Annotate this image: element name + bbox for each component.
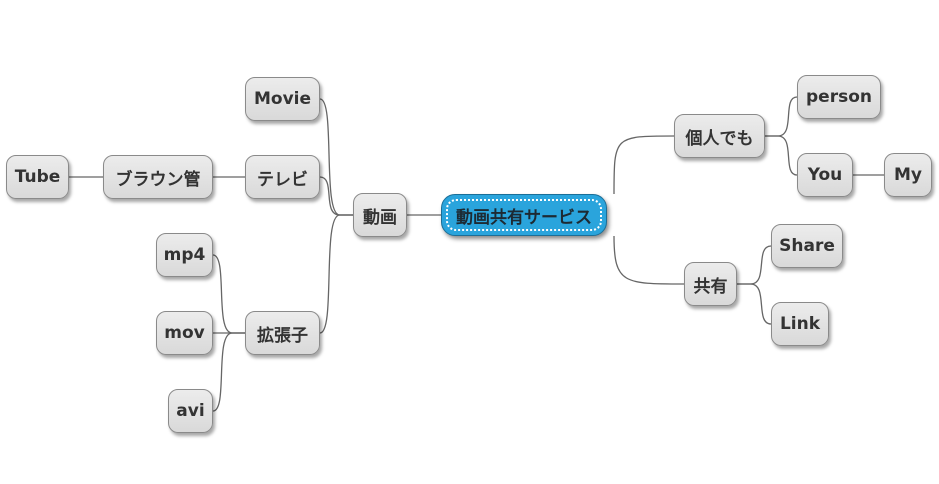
node-share[interactable]: Share (771, 224, 843, 268)
node-terebi[interactable]: テレビ (245, 155, 320, 199)
node-avi[interactable]: avi (168, 389, 213, 433)
connector-kakucho-avi (212, 332, 245, 412)
node-person[interactable]: person (797, 75, 881, 119)
node-douga[interactable]: 動画 (353, 193, 407, 237)
connector-douga-movie (319, 98, 353, 216)
connector-douga-kakucho (319, 214, 353, 334)
node-link[interactable]: Link (771, 302, 829, 346)
node-kakucho[interactable]: 拡張子 (245, 311, 320, 355)
connector-root-kyoyu (613, 235, 685, 285)
connector-kyoyu-link (737, 283, 772, 325)
node-tube[interactable]: Tube (6, 155, 69, 199)
node-kyoyu[interactable]: 共有 (684, 262, 737, 306)
node-you[interactable]: You (797, 153, 853, 197)
node-buraun[interactable]: ブラウン管 (103, 155, 213, 199)
node-kojin[interactable]: 個人でも (674, 114, 765, 158)
node-movie[interactable]: Movie (245, 77, 320, 121)
connector-kojin-person (765, 96, 798, 137)
connector-kojin-you (765, 135, 798, 176)
connector-douga-terebi (319, 176, 353, 216)
connector-kyoyu-share (737, 245, 772, 285)
root-node[interactable]: 動画共有サービス (441, 194, 607, 236)
node-mov[interactable]: mov (156, 311, 213, 355)
connector-kakucho-mp4 (212, 254, 245, 334)
connector-root-kojin (613, 135, 675, 195)
node-my[interactable]: My (884, 153, 932, 197)
node-mp4[interactable]: mp4 (156, 233, 213, 277)
